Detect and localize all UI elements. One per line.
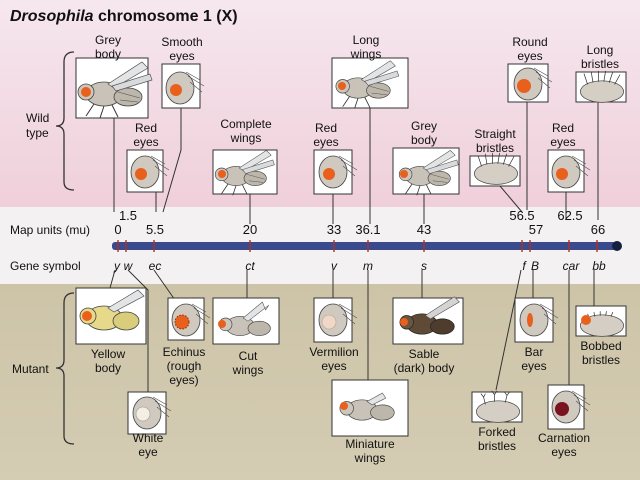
wild-red-eyes-image-2 [313, 149, 358, 195]
mutant-sable-body-image [392, 296, 464, 345]
gene-ct: ct [245, 259, 255, 273]
mutant-echinus-image [167, 297, 211, 341]
mutant-carnation-eyes-image [547, 384, 591, 430]
wild-smooth-eyes-image [161, 63, 205, 109]
mutant-forked-bristles-image [471, 390, 523, 423]
map-pos-3: 20 [243, 222, 257, 237]
figure-title: Drosophila chromosome 1 (X) [10, 8, 238, 25]
mutant-cut-wings-image [212, 297, 280, 345]
chromosome-bar [112, 242, 616, 250]
mutant-brace [55, 292, 75, 445]
gene-f: f [522, 259, 527, 273]
gene-symbols: y w ec ct v m s f B car bb [113, 259, 606, 273]
wild-red-eyes-image-3 [547, 149, 591, 193]
mutant-white-eye-image [127, 391, 172, 435]
map-pos-6: 43 [417, 222, 431, 237]
gene-v: v [331, 259, 338, 273]
mutant-bobbed-bristles-image [575, 305, 627, 337]
gene-s: s [421, 259, 427, 273]
mutant-miniature-wings-image [331, 379, 409, 437]
mutant-label: Mutant [12, 362, 49, 376]
gene-ec: ec [149, 259, 162, 273]
wild-straight-bristles-image [469, 152, 521, 187]
mutant-connector-lines [109, 269, 595, 392]
wild-connector-lines [113, 72, 599, 224]
map-pos-4: 33 [327, 222, 341, 237]
map-pos-1: 1.5 [119, 208, 137, 223]
gene-bb: bb [592, 259, 606, 273]
gene-car: car [563, 259, 581, 273]
wild-round-eyes-image [507, 63, 553, 103]
map-pos-9: 62.5 [557, 208, 582, 223]
wild-grey-body-fly-image [75, 57, 153, 119]
chromosome-end [612, 241, 622, 251]
map-pos-10: 66 [591, 222, 605, 237]
map-pos-7: 56.5 [509, 208, 534, 223]
wild-red-eyes-image-1 [126, 149, 170, 193]
title-rest: chromosome 1 (X) [94, 8, 238, 25]
map-position-numbers: 0 1.5 5.5 20 33 36.1 43 56.5 57 62.5 66 [114, 208, 605, 237]
mutant-label-sable-body: Sable(dark) body [394, 347, 455, 375]
map-units-label: Map units (mu) [10, 223, 90, 237]
gene-locus-ticks [117, 240, 598, 252]
gene-m: m [363, 259, 373, 273]
mutant-yellow-body-image [75, 287, 147, 345]
wild-long-bristles-image [575, 70, 627, 103]
mutant-bar-eyes-image [514, 297, 559, 343]
title-italic: Drosophila [10, 8, 94, 25]
gene-y: y [113, 259, 121, 273]
gene-w: w [124, 259, 134, 273]
wild-type-brace [55, 51, 75, 191]
map-pos-0: 0 [114, 222, 121, 237]
wild-complete-wings-image [212, 149, 278, 196]
map-pos-2: 5.5 [146, 222, 164, 237]
map-pos-8: 57 [529, 222, 543, 237]
map-pos-5: 36.1 [355, 222, 380, 237]
gene-B: B [531, 259, 539, 273]
gene-symbol-label: Gene symbol [10, 259, 81, 273]
wild-grey-body-fly-image-2 [392, 147, 460, 196]
wild-long-wings-image [331, 57, 409, 109]
mutant-vermilion-eyes-image [313, 297, 358, 343]
